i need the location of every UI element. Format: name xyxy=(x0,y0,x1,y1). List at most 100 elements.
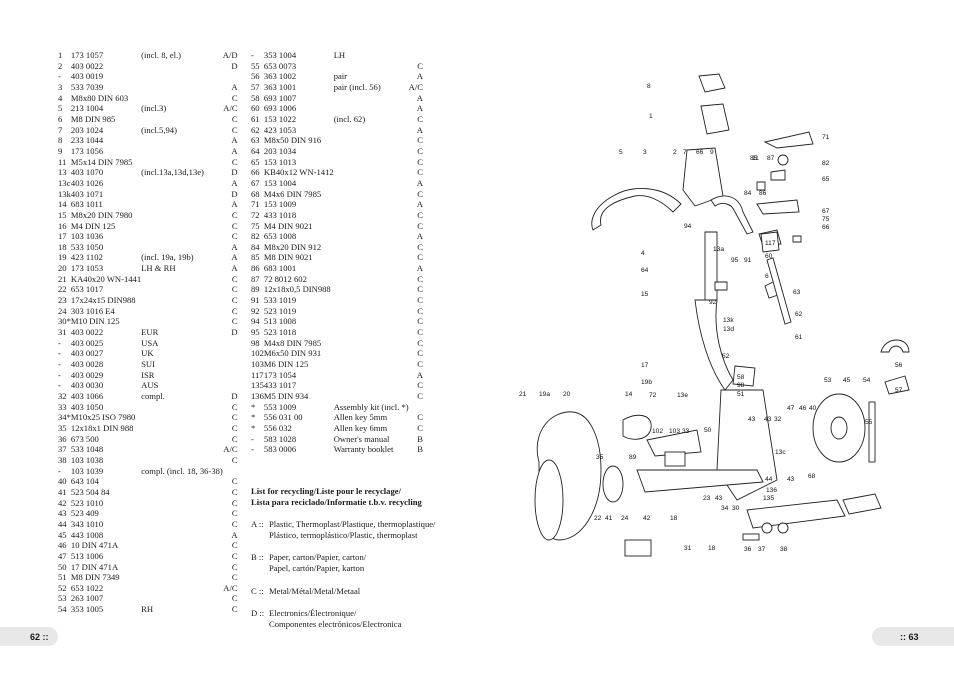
callout-label: 55 xyxy=(865,419,873,426)
recycling-legend: List for recycling/Liste pour le recycla… xyxy=(251,486,461,629)
callout-label: 54 xyxy=(863,377,871,384)
recycling-class: C xyxy=(231,113,238,124)
recycling-entry-d: D :: Electronics/Électronique/Componente… xyxy=(251,608,461,629)
display-cover-part xyxy=(698,73,726,93)
callout-label: 30 xyxy=(732,505,740,512)
part-code: 353 1005 xyxy=(70,604,104,615)
part-position: 20 xyxy=(58,263,67,274)
part-description: AUS xyxy=(141,380,159,391)
recycling-class: C xyxy=(231,540,238,551)
part-position: 36 xyxy=(58,433,67,444)
callout-label: 21 xyxy=(519,391,527,398)
part-description: LH xyxy=(333,50,346,60)
part-code: 403 0029 xyxy=(70,369,104,380)
part-code: 403 0030 xyxy=(70,380,104,391)
callout-label: 18 xyxy=(670,515,678,522)
part-description: pair xyxy=(333,71,348,82)
recycling-class: A xyxy=(416,124,423,135)
callout-label: 52 xyxy=(722,353,730,360)
callout-label: 14 xyxy=(625,391,633,398)
recycling-class: A xyxy=(416,199,423,210)
part-position: 7 xyxy=(58,124,63,135)
recycling-class: C xyxy=(231,476,238,487)
recycling-title-line2: Lista para reciclado/Informatie t.b.v. r… xyxy=(251,496,422,507)
callout-label: 20 xyxy=(563,391,571,398)
recycling-class: B xyxy=(417,444,423,455)
part-position: - xyxy=(58,465,61,476)
callout-label: 7 xyxy=(683,149,687,156)
part-code: 203 1034 xyxy=(263,145,297,156)
recycling-class: D xyxy=(231,327,238,338)
part-position: - xyxy=(251,50,254,60)
part-code: 103 1036 xyxy=(70,231,104,242)
recycling-class: B xyxy=(417,433,423,444)
part-description xyxy=(141,274,223,285)
recycling-class: A/C xyxy=(223,582,238,593)
callout-label: 11 xyxy=(752,155,759,162)
callout-label: 136 xyxy=(766,487,777,494)
part-description xyxy=(334,380,409,391)
recycling-class: A xyxy=(231,252,238,263)
part-description xyxy=(334,178,409,189)
recycling-class: A xyxy=(416,71,423,82)
callout-label: 62 xyxy=(795,311,803,318)
recycling-class xyxy=(223,380,238,391)
part-position: 13c xyxy=(58,177,71,188)
part-position: 9 xyxy=(58,145,63,156)
callout-label: 58 xyxy=(737,374,745,381)
recycling-class: C xyxy=(417,220,423,231)
part-description: RH xyxy=(141,604,154,615)
callout-label: 35 xyxy=(596,454,604,461)
part-description xyxy=(334,210,409,221)
callout-label: 43 xyxy=(764,416,772,423)
recycling-entry-c: C :: Metal/Métal/Metal/Metaal xyxy=(251,586,461,597)
recycling-class: C xyxy=(417,167,423,178)
recycling-text: Componentes electrónicos/Electronica xyxy=(269,618,402,629)
part-description: SUI xyxy=(141,359,156,370)
callout-label: 44 xyxy=(765,476,773,483)
recycling-entry-b: B :: Paper, carton/Papier, carton/Papel,… xyxy=(251,552,461,573)
recycling-text: Metal/Métal/Metal/Metaal xyxy=(269,585,361,596)
part-description xyxy=(334,370,409,381)
callout-label: 64 xyxy=(641,267,649,274)
part-position: 64 xyxy=(251,145,260,156)
recycling-class: C xyxy=(231,156,238,167)
part-description xyxy=(141,572,223,583)
part-position: 94 xyxy=(251,316,260,327)
part-position: 68 xyxy=(251,188,260,199)
part-position: 43 xyxy=(58,508,67,519)
part-description xyxy=(334,221,409,232)
part-description: (incl.13a,13d,13e) xyxy=(141,167,204,178)
part-description xyxy=(334,167,409,178)
part-code: 673 500 xyxy=(70,433,99,444)
recycling-class: C xyxy=(417,145,423,156)
recycling-label: B :: xyxy=(251,552,264,563)
part-position: 71 xyxy=(251,199,260,210)
part-description xyxy=(334,231,409,242)
part-position: 11 xyxy=(58,156,67,167)
part-code: 533 1050 xyxy=(70,241,104,252)
callout-label: 40 xyxy=(809,405,817,412)
callout-label: 13a xyxy=(713,246,724,253)
part-description xyxy=(334,93,409,104)
part-description xyxy=(334,274,409,285)
console-part xyxy=(700,103,730,135)
part-description xyxy=(141,210,223,221)
recycling-class: A xyxy=(231,81,238,92)
